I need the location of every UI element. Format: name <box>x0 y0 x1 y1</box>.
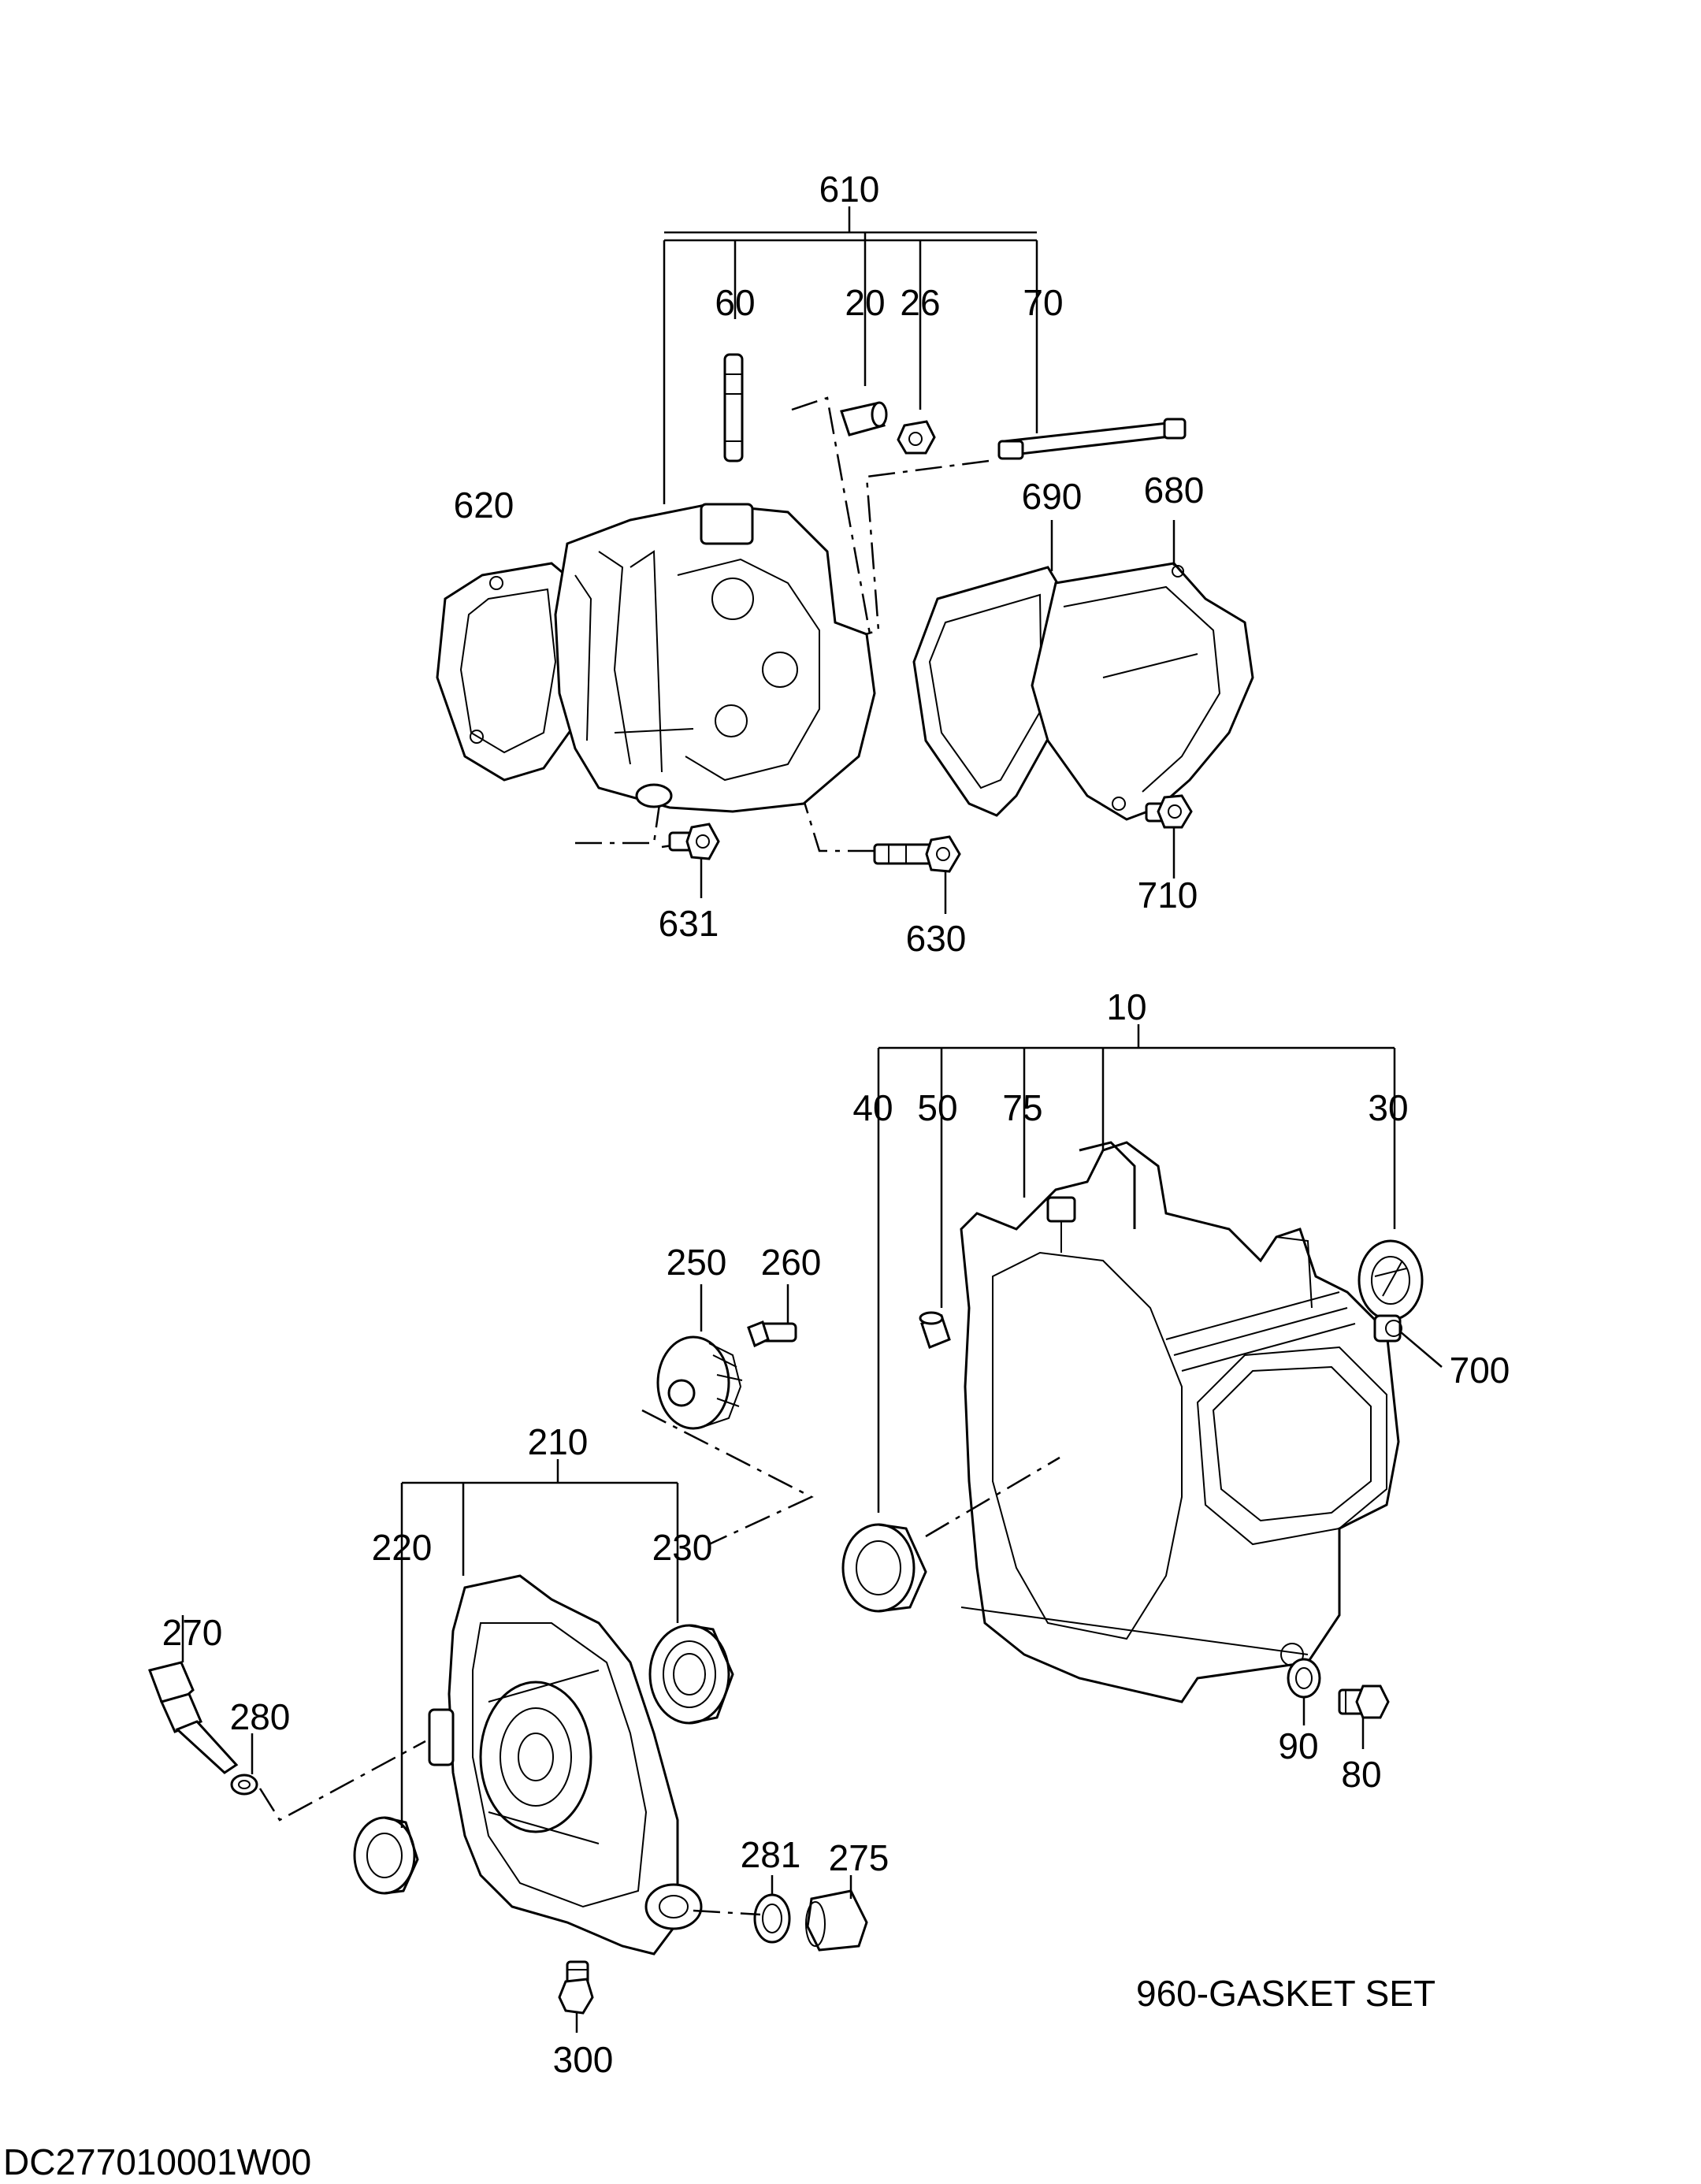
callout-210: 210 <box>528 1421 589 1462</box>
oil-seal-220 <box>353 1816 419 1895</box>
callout-labels: 610 60 20 26 70 620 690 680 631 630 710 … <box>162 169 1510 2080</box>
callout-230: 230 <box>652 1527 713 1568</box>
crankcase-10 <box>960 1141 1400 1703</box>
bolt-300 <box>558 1960 594 2015</box>
plug-700 <box>1373 1314 1402 1343</box>
callout-60: 60 <box>715 282 755 323</box>
cap-275 <box>805 1889 868 1952</box>
governor-group <box>641 1284 814 1546</box>
washer-90 <box>1287 1658 1321 1699</box>
callout-40: 40 <box>852 1087 893 1128</box>
callout-80: 80 <box>1341 1754 1381 1795</box>
gasket-set-note: 960-GASKET SET <box>1136 1973 1435 2014</box>
ring-281 <box>753 1893 791 1944</box>
head-cover-680 <box>1031 562 1254 821</box>
callout-260: 260 <box>761 1242 822 1283</box>
callout-90: 90 <box>1278 1725 1318 1766</box>
dowel-20 <box>840 401 888 436</box>
callout-610: 610 <box>819 169 880 210</box>
callout-75: 75 <box>1002 1087 1042 1128</box>
callout-280: 280 <box>230 1696 291 1737</box>
crankcase-group <box>841 1024 1443 1749</box>
dowel-50 <box>919 1311 951 1349</box>
drain-plug-80 <box>1338 1684 1390 1719</box>
callout-220: 220 <box>372 1527 433 1568</box>
callout-10: 10 <box>1106 986 1146 1027</box>
callout-300: 300 <box>553 2039 614 2080</box>
dipstick-270 <box>148 1661 239 1774</box>
bolt-630 <box>873 835 961 873</box>
callout-30: 30 <box>1368 1087 1408 1128</box>
crankcase-cover-210 <box>428 1574 703 1956</box>
drawing-id: DC277010001W00 <box>3 2141 311 2182</box>
bearing-230 <box>648 1624 734 1725</box>
callout-281: 281 <box>741 1834 801 1875</box>
callout-20: 20 <box>845 282 885 323</box>
cover-gasket-690 <box>912 566 1061 817</box>
callout-26: 26 <box>900 282 940 323</box>
callout-630: 630 <box>906 918 967 959</box>
pipe-70 <box>997 418 1187 460</box>
bolt-631 <box>668 823 720 860</box>
crankcase-cover-group <box>148 1459 868 2033</box>
callout-70: 70 <box>1023 282 1063 323</box>
nut-26 <box>897 420 936 455</box>
stud-60 <box>723 353 744 462</box>
callout-700: 700 <box>1450 1350 1510 1391</box>
governor-pin-260 <box>747 1320 797 1348</box>
callout-631: 631 <box>659 903 719 944</box>
cylinder-head-group <box>436 206 1254 914</box>
cylinder-head-610 <box>554 503 876 813</box>
callout-690: 690 <box>1022 476 1083 517</box>
callout-620: 620 <box>454 485 514 526</box>
o-ring-280 <box>230 1774 258 1796</box>
governor-gear-250 <box>656 1335 743 1430</box>
callout-680: 680 <box>1144 470 1205 511</box>
oil-seal-40 <box>841 1523 927 1613</box>
callout-275: 275 <box>829 1837 889 1878</box>
bolt-710 <box>1145 794 1193 829</box>
callout-270: 270 <box>162 1612 223 1653</box>
callout-250: 250 <box>667 1242 727 1283</box>
callout-50: 50 <box>917 1087 957 1128</box>
fitting-75 <box>1046 1196 1076 1253</box>
seal-30 <box>1357 1239 1424 1321</box>
callout-710: 710 <box>1138 875 1198 916</box>
